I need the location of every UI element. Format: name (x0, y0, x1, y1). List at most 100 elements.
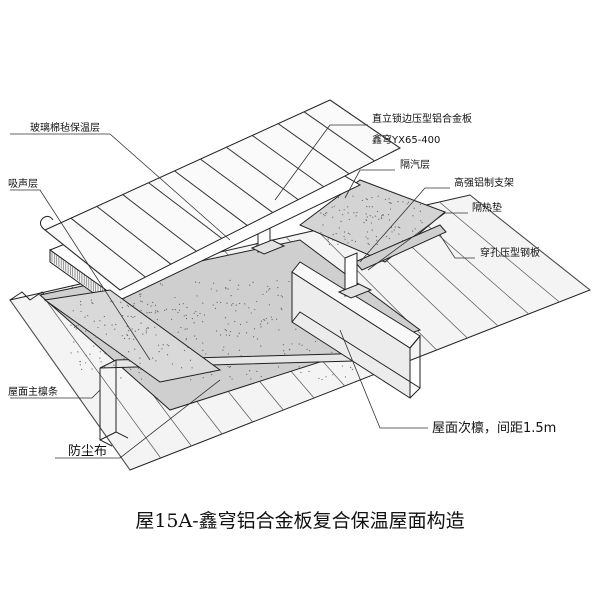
texture-dot (179, 309, 181, 311)
texture-dot (189, 359, 192, 361)
texture-dot (80, 310, 82, 313)
texture-dot (271, 319, 273, 321)
texture-dot (363, 221, 365, 224)
texture-dot (268, 304, 271, 306)
texture-dot (105, 333, 107, 335)
texture-dot (228, 366, 231, 368)
texture-dot (224, 328, 226, 331)
texture-dot (214, 307, 217, 309)
texture-dot (412, 230, 414, 232)
texture-dot (90, 299, 92, 301)
texture-dot (388, 202, 390, 204)
texture-dot (332, 374, 334, 376)
texture-dot (155, 360, 157, 362)
texture-dot (399, 227, 401, 229)
texture-dot (308, 370, 310, 373)
texture-dot (276, 280, 278, 282)
texture-dot (121, 335, 123, 337)
texture-dot (139, 295, 142, 297)
texture-dot (127, 330, 130, 332)
texture-dot (332, 234, 334, 236)
panel-seam (96, 205, 172, 265)
texture-dot (331, 206, 333, 208)
texture-dot (320, 212, 322, 214)
texture-dot (184, 349, 186, 352)
texture-dot (186, 328, 188, 330)
texture-dot (229, 279, 231, 281)
texture-dot (226, 302, 228, 304)
texture-dot (154, 312, 156, 314)
texture-dot (133, 338, 135, 340)
texture-dot (338, 209, 341, 211)
texture-dot (198, 282, 200, 284)
texture-dot (368, 206, 371, 208)
sub-purlin (291, 261, 421, 399)
texture-dot (165, 308, 168, 310)
leader-lines (10, 124, 475, 459)
texture-dot (232, 303, 234, 305)
texture-dot (99, 320, 101, 322)
texture-dot (407, 201, 410, 203)
texture-dot (337, 243, 339, 245)
texture-dot (146, 312, 148, 314)
texture-dot (154, 304, 157, 306)
texture-dot (248, 307, 250, 309)
texture-dot (349, 233, 351, 235)
texture-dot (406, 203, 408, 205)
texture-dot (100, 361, 102, 363)
texture-dot (84, 316, 86, 318)
texture-dot (267, 322, 269, 324)
texture-dot (178, 303, 181, 305)
deck-rib (469, 194, 591, 291)
texture-dot (161, 348, 163, 350)
texture-dot (199, 312, 201, 315)
texture-dot (277, 366, 280, 368)
texture-dot (253, 328, 256, 330)
texture-dot (349, 366, 352, 369)
texture-dot (239, 302, 241, 305)
texture-dot (80, 304, 82, 306)
texture-dot (291, 343, 293, 345)
acoustic-layer-strip (43, 289, 222, 383)
texture-dot (196, 295, 198, 297)
texture-dot (70, 324, 72, 326)
texture-dot (85, 330, 87, 332)
texture-dot (365, 198, 367, 200)
texture-dot (130, 315, 132, 318)
texture-dot (259, 323, 262, 325)
texture-dot (391, 231, 393, 233)
texture-dot (190, 379, 192, 381)
texture-dot (185, 314, 187, 316)
texture-dot (376, 239, 378, 241)
texture-dot (128, 367, 131, 369)
texture-dot (183, 315, 185, 317)
texture-dot (140, 378, 143, 380)
texture-dot (355, 215, 357, 217)
texture-dot (128, 351, 130, 353)
texture-dot (133, 303, 135, 305)
texture-dot (324, 212, 327, 215)
texture-dot (365, 219, 367, 221)
texture-dot (91, 302, 93, 304)
texture-dot (120, 377, 122, 379)
texture-dot (262, 293, 264, 295)
texture-dot (348, 218, 350, 221)
texture-dot (222, 349, 224, 351)
texture-dot (122, 315, 124, 317)
texture-dot (174, 309, 176, 311)
texture-dot (278, 329, 280, 331)
texture-dot (161, 284, 163, 286)
texture-dot (343, 231, 346, 233)
texture-dot (212, 304, 214, 306)
texture-dot (228, 334, 231, 336)
texture-dot (157, 311, 159, 313)
texture-dot (225, 330, 227, 332)
texture-dot (388, 198, 390, 200)
label-model: 鑫穹YX65-400 (372, 133, 440, 146)
texture-dot (195, 310, 197, 313)
texture-dot (229, 331, 232, 333)
texture-dot (356, 211, 358, 214)
label-alu-bracket: 高强铝制支架 (454, 176, 514, 189)
texture-dot (123, 337, 126, 340)
texture-dot (225, 334, 227, 336)
